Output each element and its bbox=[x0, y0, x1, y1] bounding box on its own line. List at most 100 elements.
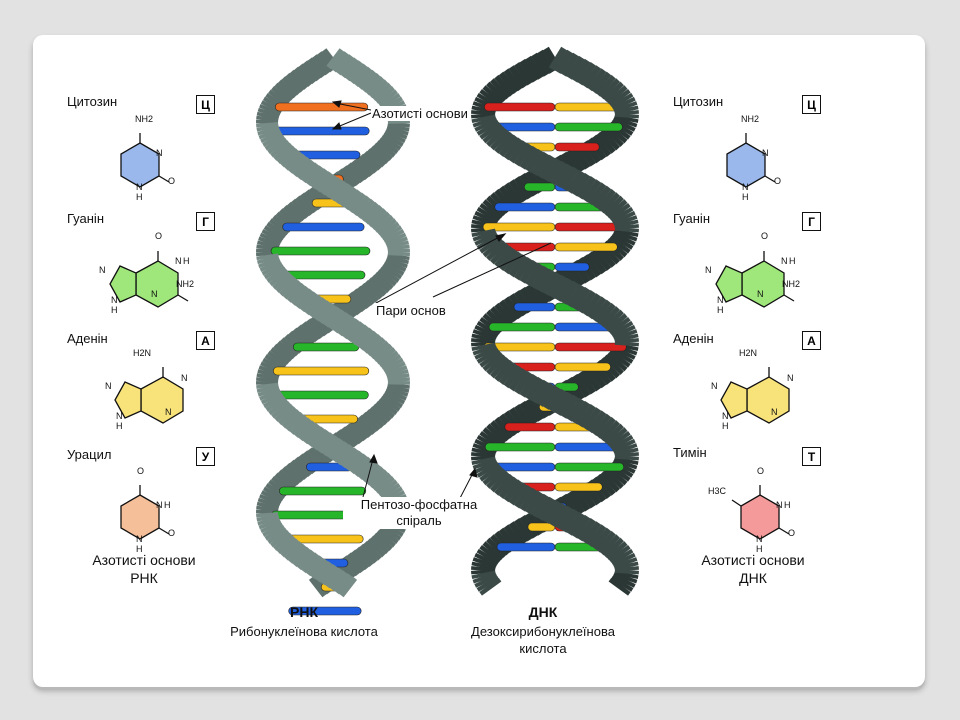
dna-backbone-segment bbox=[514, 257, 533, 281]
arrowhead-icon bbox=[495, 233, 507, 242]
dna-backbone-segment bbox=[599, 129, 621, 151]
dna-backbone-segment bbox=[603, 423, 624, 444]
dna-backbone-segment bbox=[595, 74, 616, 97]
rna-backbone-segment bbox=[269, 269, 290, 287]
atom-label: H bbox=[756, 544, 763, 554]
atom-label: H bbox=[784, 500, 791, 510]
rna-backbone-segment bbox=[332, 312, 351, 334]
dna-backbone-segment bbox=[591, 362, 612, 386]
dna-backbone-segment bbox=[614, 114, 639, 124]
dna-backbone-segment bbox=[514, 62, 533, 86]
dna-backbone-segment bbox=[560, 394, 579, 419]
dna-backbone-segment bbox=[612, 324, 636, 339]
cytosine-molecule-icon bbox=[120, 133, 170, 188]
rna-backbone-segment bbox=[293, 66, 313, 88]
rna-backbone-segment bbox=[312, 444, 331, 466]
atom-label: N bbox=[116, 411, 123, 421]
dna-backbone-segment bbox=[486, 126, 507, 147]
rna-backbone-segment bbox=[359, 330, 378, 351]
dna-backbone-segment bbox=[612, 231, 636, 246]
rna-backbone-segment bbox=[342, 555, 361, 577]
dna-backbone-segment bbox=[603, 126, 624, 147]
dna-backbone-segment bbox=[503, 524, 523, 548]
dna-backbone-segment bbox=[508, 482, 528, 506]
atom-label: H bbox=[717, 305, 724, 315]
dna-backbone-segment bbox=[587, 68, 607, 92]
atom-label: N bbox=[105, 381, 112, 391]
dna-backbone-segment bbox=[474, 573, 498, 588]
rna-backbone-segment bbox=[289, 459, 309, 480]
rna-backbone-segment bbox=[372, 82, 392, 101]
rna-backbone-segment bbox=[290, 285, 310, 306]
rna-backbone-segment bbox=[340, 426, 359, 448]
dna-base-bar bbox=[523, 182, 556, 192]
rna-backbone-segment bbox=[256, 111, 279, 120]
rna-backbone-segment bbox=[285, 72, 305, 93]
rna-backbone-segment bbox=[349, 453, 368, 475]
rna-backbone-segment bbox=[386, 386, 409, 397]
rna-backbone-segment bbox=[257, 516, 280, 526]
rna-backbone-segment bbox=[315, 561, 334, 583]
rna-backbone-segment bbox=[267, 350, 288, 367]
rna-backbone-segment bbox=[378, 350, 399, 367]
rna-backbone-segment bbox=[274, 472, 294, 491]
rna-backbone-segment bbox=[298, 420, 317, 442]
dna-backbone-segment bbox=[474, 345, 498, 360]
dna-backbone-segment bbox=[613, 230, 638, 242]
dna-backbone-segment bbox=[612, 117, 636, 132]
rna-backbone-segment bbox=[256, 373, 279, 381]
dna-backbone-segment bbox=[614, 333, 639, 343]
rna-backbone-segment bbox=[262, 357, 284, 372]
rna-backbone-segment bbox=[386, 369, 409, 379]
right-base-name-thymine: Тимін bbox=[673, 445, 707, 460]
dna-backbone-segment bbox=[608, 430, 631, 449]
rna-backbone-segment bbox=[352, 288, 371, 310]
rna-backbone-segment bbox=[338, 297, 358, 319]
dna-backbone-segment bbox=[471, 342, 496, 352]
rna-backbone-segment bbox=[318, 303, 337, 325]
dna-backbone-segment bbox=[612, 552, 636, 567]
adenine-molecule-icon bbox=[114, 367, 184, 424]
dna-backbone-segment bbox=[613, 458, 638, 470]
dna-backbone-segment bbox=[548, 46, 568, 71]
dna-backbone-segment bbox=[582, 254, 602, 278]
dna-backbone-segment bbox=[482, 85, 504, 105]
rna-backbone-segment bbox=[292, 156, 311, 177]
rna-backbone-segment bbox=[308, 297, 328, 319]
rna-backbone-segment bbox=[282, 205, 302, 225]
rna-backbone-segment bbox=[257, 497, 280, 508]
dna-backbone-segment bbox=[612, 96, 636, 111]
left-base-name-guanine: Гуанін bbox=[67, 211, 105, 226]
dna-backbone-segment bbox=[608, 235, 631, 254]
rna-backbone-segment bbox=[277, 469, 298, 489]
dna-backbone-segment bbox=[474, 231, 498, 246]
rna-backbone-segment bbox=[258, 236, 281, 248]
dna-backbone-segment bbox=[494, 359, 515, 382]
dna-backbone-segment bbox=[479, 349, 502, 368]
rna-backbone-segment bbox=[384, 232, 407, 245]
dna-backbone-segment bbox=[476, 206, 500, 223]
dna-backbone-segment bbox=[498, 134, 519, 158]
rna-backbone-segment bbox=[387, 124, 410, 132]
dna-backbone-segment bbox=[603, 195, 624, 216]
arrowhead-icon bbox=[331, 122, 342, 130]
dna-backbone-segment bbox=[482, 466, 504, 486]
dna-backbone-segment bbox=[486, 240, 507, 261]
rna-backbone-segment bbox=[378, 137, 399, 154]
rna-backbone-segment bbox=[257, 386, 280, 397]
left-panel-caption: Азотисті основи РНК bbox=[92, 552, 196, 586]
dna-backbone-segment bbox=[503, 182, 523, 206]
rna-backbone-segment bbox=[271, 401, 292, 419]
rna-backbone-segment bbox=[307, 426, 326, 448]
dna-base-bar bbox=[513, 302, 556, 312]
rna-backbone-segment bbox=[262, 486, 285, 502]
dna-backbone-segment bbox=[577, 404, 596, 428]
right-panel-caption: Азотисті основи ДНК bbox=[701, 552, 805, 586]
dna-backbone-segment bbox=[525, 55, 544, 80]
dna-backbone-segment bbox=[571, 286, 591, 311]
rna-backbone-segment bbox=[259, 232, 282, 245]
dna-backbone-segment bbox=[472, 329, 497, 341]
dna-backbone-segment bbox=[608, 463, 631, 482]
rna-backbone-segment bbox=[386, 255, 410, 265]
rna-backbone-segment bbox=[261, 228, 283, 243]
